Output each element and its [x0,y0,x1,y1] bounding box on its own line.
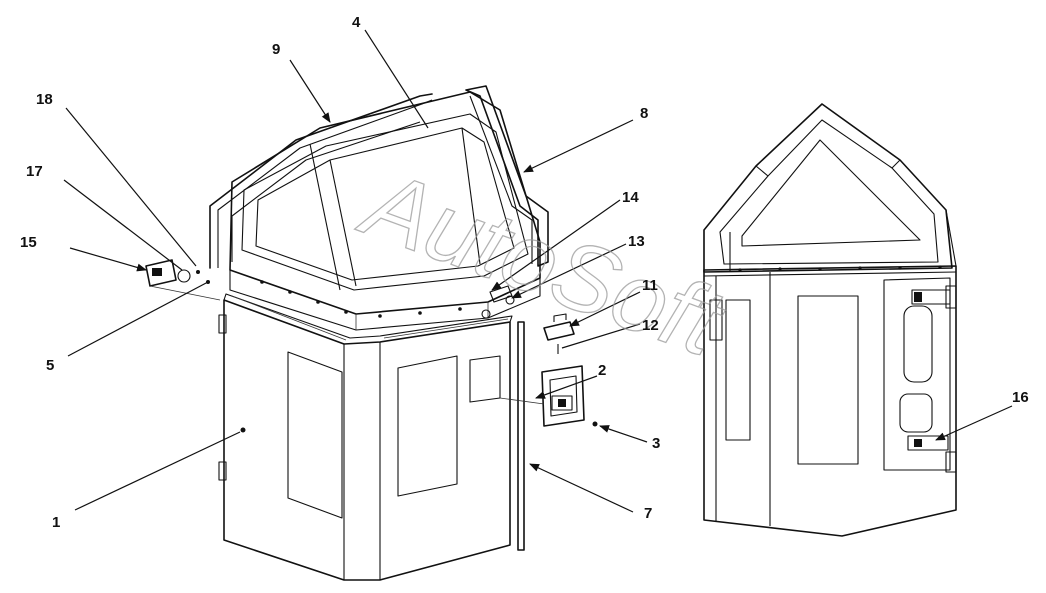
callout-8: 8 [640,105,648,122]
callout-5: 5 [46,357,54,374]
callout-4: 4 [352,14,361,31]
exploded-cab-view [63,29,1013,581]
callout-labels: 1 2 3 4 5 7 8 9 11 12 13 14 15 16 17 18 [20,14,1029,531]
callout-9: 9 [272,41,280,58]
callout-11: 11 [642,277,658,294]
side-door [883,277,957,473]
watermark: AutoSoft [347,148,737,377]
callout-16: 16 [1012,389,1029,406]
callout-13: 13 [628,233,645,250]
callout-12: 12 [642,317,659,334]
callout-14: 14 [622,189,639,206]
hinge-assembly [145,259,221,301]
assembled-cab-view [703,103,957,537]
roof-seal [209,93,433,269]
callout-17: 17 [26,163,43,180]
callout-1: 1 [52,514,60,531]
callout-2: 2 [598,362,606,379]
callout-7: 7 [644,505,652,522]
gasket-strip [517,321,525,551]
callout-15: 15 [20,234,37,251]
side-seal [465,85,549,267]
screw-part [592,421,598,427]
cab-body-panel [218,293,513,581]
bracket-part [543,313,575,341]
door-handle [499,365,585,427]
leader-lines [63,29,1013,513]
callout-3: 3 [652,435,660,452]
callout-18: 18 [36,91,53,108]
